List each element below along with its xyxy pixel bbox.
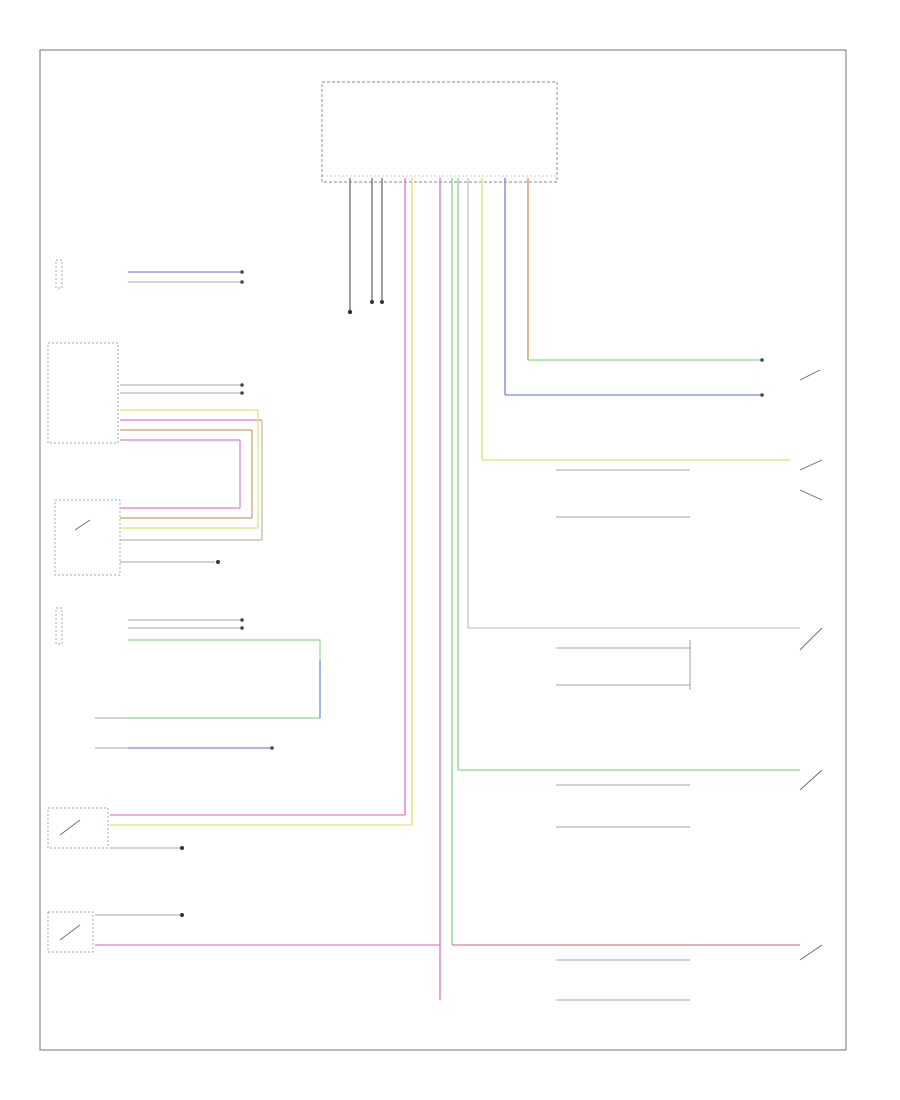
switch-icon: [799, 369, 821, 381]
left-block-6: [47, 911, 440, 953]
right-switches: [799, 369, 823, 961]
switch-icon: [799, 769, 823, 791]
right-internal-runs: [556, 469, 691, 1001]
wire-green-loop: [128, 639, 321, 719]
switch-icon: [799, 944, 823, 961]
ground-symbols: [180, 300, 384, 917]
connector-icon: [240, 270, 244, 274]
diagram-frame: [39, 49, 847, 1051]
ground-icon: [347, 309, 353, 315]
module-wires: [349, 178, 529, 1000]
connector-icon: [760, 393, 764, 397]
switch-icon: [799, 459, 823, 471]
ground-icon: [180, 846, 184, 850]
left-block-5: [47, 807, 412, 849]
switch-icon: [59, 819, 81, 836]
ground-icon: [370, 300, 374, 304]
central-module-box: [321, 81, 558, 183]
switch-icon: [799, 489, 823, 501]
switch-icon: [799, 627, 823, 651]
switch-icon: [74, 519, 91, 531]
connector-icon: [240, 280, 244, 284]
left-block-4: [95, 717, 270, 749]
headlamp-switch: [54, 499, 262, 576]
right-runs: [452, 359, 800, 946]
ground-icon: [380, 300, 384, 304]
connector-icon: [240, 383, 244, 387]
connector-icon: [760, 358, 764, 362]
connector-dots: [240, 270, 764, 750]
connector-icon: [240, 618, 244, 622]
connector-icon: [240, 391, 244, 395]
left-block-1: [55, 259, 240, 289]
connector-icon: [270, 746, 274, 750]
connector-icon: [240, 626, 244, 630]
switch-icon: [59, 924, 81, 941]
central-module: [321, 81, 558, 183]
left-block-2: [47, 342, 263, 540]
left-block-3: [55, 607, 321, 719]
ground-icon: [180, 913, 184, 917]
ground-icon: [216, 560, 220, 564]
